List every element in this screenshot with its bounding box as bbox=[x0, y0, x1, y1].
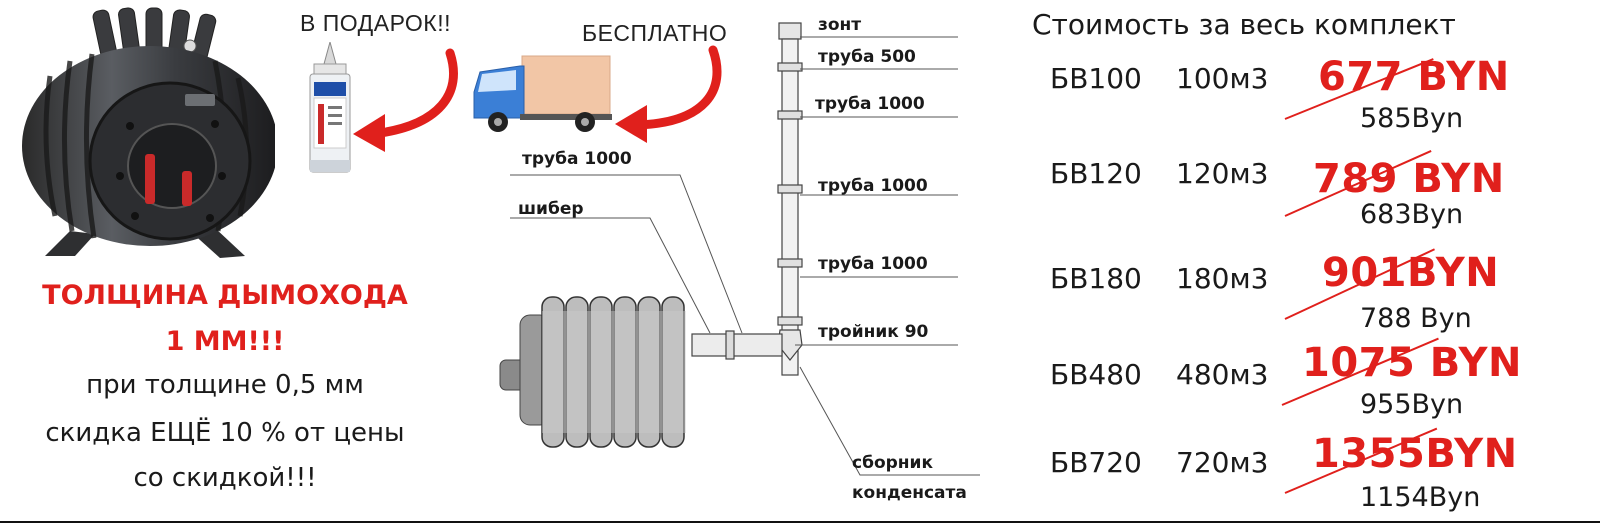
chimney-diagram bbox=[499, 22, 980, 476]
label-collector-2: конденсата bbox=[852, 483, 967, 503]
headline-line1: ТОЛЩИНА ДЫМОХОДА bbox=[42, 280, 408, 311]
bottom-divider bbox=[0, 521, 1600, 523]
price-row-new: 683Byn bbox=[1360, 199, 1464, 230]
stove-illustration bbox=[22, 7, 275, 258]
price-title: Стоимость за весь комплект bbox=[1032, 8, 1456, 41]
price-row-old: 789 BYN bbox=[1313, 156, 1505, 202]
price-row-volume: 100м3 bbox=[1176, 62, 1269, 95]
label-pipe500: труба 500 bbox=[818, 47, 916, 67]
price-row-model: БВ480 bbox=[1050, 358, 1142, 391]
price-row-new: 1154Byn bbox=[1360, 482, 1481, 513]
promo-line4: скидка ЕЩЁ 10 % от цены bbox=[45, 418, 405, 448]
label-tee90: тройник 90 bbox=[818, 322, 929, 342]
price-row-new: 955Byn bbox=[1360, 389, 1464, 420]
gift-label: В ПОДАРОК!! bbox=[300, 10, 451, 36]
label-pipe1000-left: труба 1000 bbox=[522, 149, 632, 169]
free-label: БЕСПЛАТНО bbox=[582, 20, 728, 46]
label-umbrella: зонт bbox=[818, 15, 862, 35]
delivery-truck bbox=[473, 55, 612, 132]
label-pipe1000-b: труба 1000 bbox=[818, 176, 928, 196]
promo-line3: при толщине 0,5 мм bbox=[86, 370, 364, 400]
label-damper: шибер bbox=[518, 199, 584, 219]
curved-arrow-icon bbox=[615, 45, 722, 143]
price-row-new: 585Byn bbox=[1360, 103, 1464, 134]
curved-arrow-icon bbox=[353, 48, 458, 152]
price-row-volume: 480м3 bbox=[1176, 358, 1269, 391]
label-collector-1: сборник bbox=[852, 453, 933, 473]
label-pipe1000-a: труба 1000 bbox=[815, 94, 925, 114]
price-row-new: 788 Byn bbox=[1360, 303, 1472, 334]
sealant-tube bbox=[309, 42, 351, 173]
price-row-volume: 120м3 bbox=[1176, 157, 1269, 190]
price-row-old: 1075 BYN bbox=[1302, 340, 1522, 386]
price-row-volume: 720м3 bbox=[1176, 446, 1269, 479]
price-row-model: БВ100 bbox=[1050, 62, 1142, 95]
headline-line2: 1 ММ!!! bbox=[165, 326, 285, 357]
price-row-volume: 180м3 bbox=[1176, 262, 1269, 295]
label-pipe1000-c: труба 1000 bbox=[818, 254, 928, 274]
promo-line5: со скидкой!!! bbox=[133, 463, 317, 493]
price-row-model: БВ120 bbox=[1050, 157, 1142, 190]
price-row-model: БВ720 bbox=[1050, 446, 1142, 479]
price-row-model: БВ180 bbox=[1050, 262, 1142, 295]
